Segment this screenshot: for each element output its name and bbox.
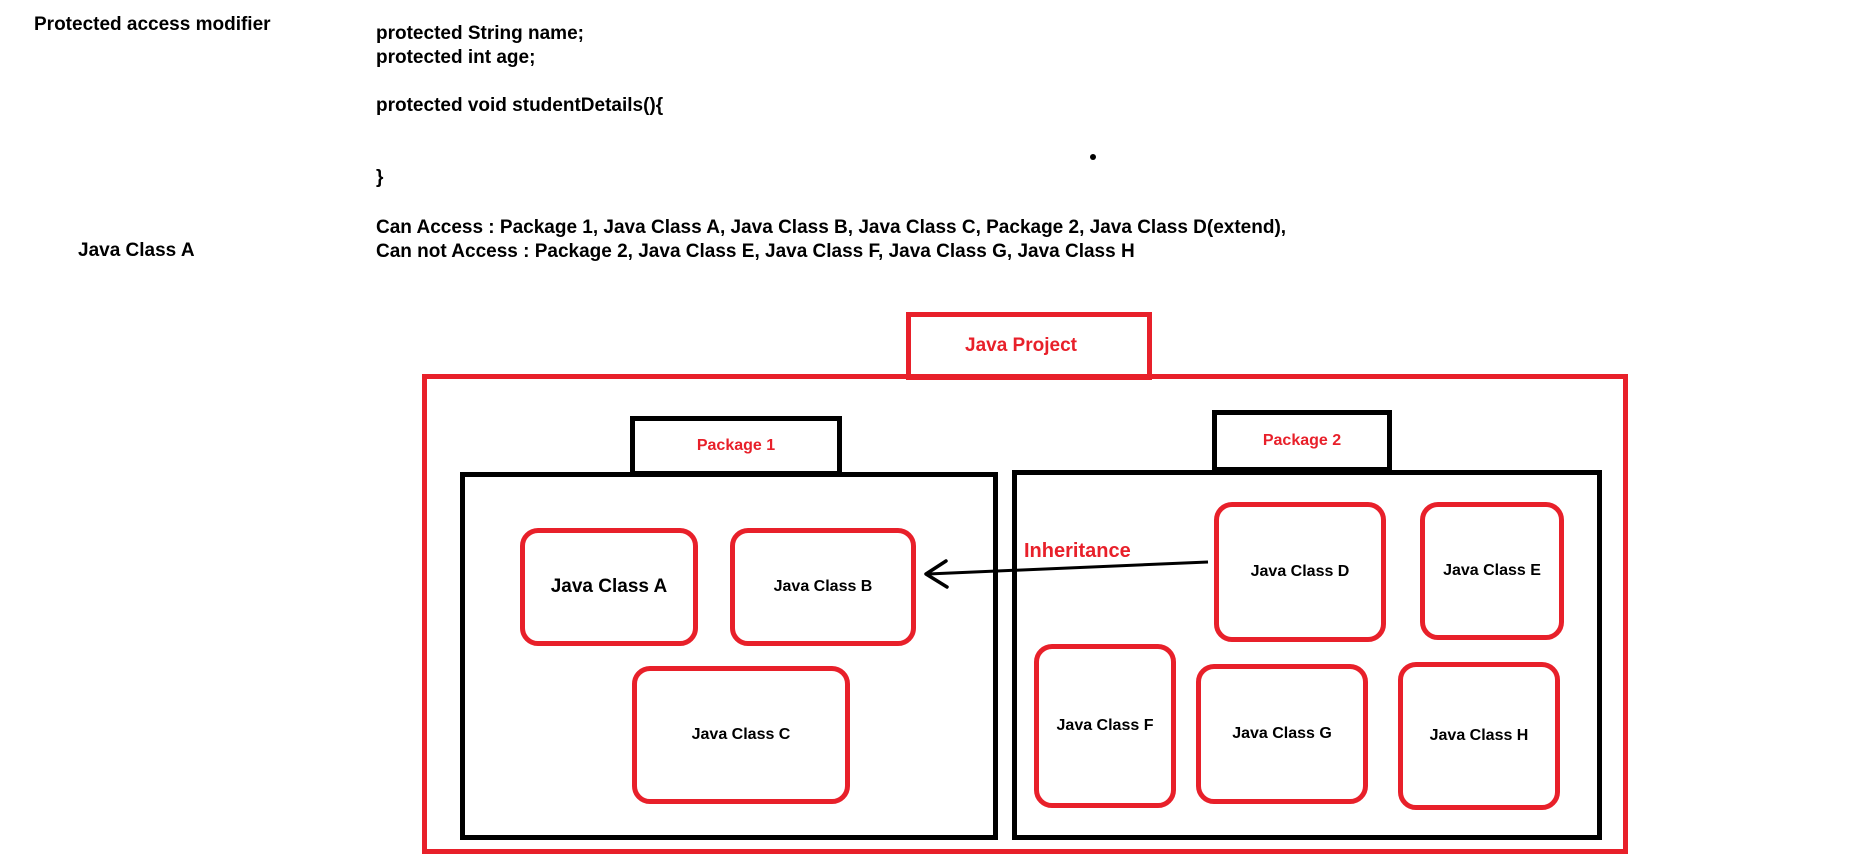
code-line-name: protected String name;: [376, 23, 584, 44]
class-d-box: Java Class D: [1214, 502, 1386, 642]
class-g-box: Java Class G: [1196, 664, 1368, 804]
class-b-box: Java Class B: [730, 528, 916, 646]
class-c-box: Java Class C: [632, 666, 850, 804]
code-line-method: protected void studentDetails(){: [376, 95, 664, 116]
code-line-age: protected int age;: [376, 47, 536, 68]
package-2-label: Package 2: [1262, 432, 1342, 449]
cannot-access-text: Can not Access : Package 2, Java Class E…: [376, 241, 1135, 262]
java-project-label: Java Project: [965, 335, 1077, 356]
code-block: protected String name; protected int age…: [376, 22, 663, 190]
package-2-tab: Package 2: [1212, 410, 1392, 472]
inheritance-label: Inheritance: [1024, 540, 1131, 562]
code-line-close: }: [376, 167, 384, 188]
class-a-box: Java Class A: [520, 528, 698, 646]
class-e-box: Java Class E: [1420, 502, 1564, 640]
inheritance-arrow-line: [927, 560, 1209, 576]
java-project-container: [422, 374, 1628, 854]
stray-dot: [1090, 154, 1096, 160]
class-f-box: Java Class F: [1034, 644, 1176, 808]
access-info: Can Access : Package 1, Java Class A, Ja…: [376, 216, 1286, 264]
side-label-class-a: Java Class A: [78, 240, 195, 261]
inheritance-arrow-head: [924, 559, 949, 589]
page-title: Protected access modifier: [34, 14, 271, 35]
can-access-text: Can Access : Package 1, Java Class A, Ja…: [376, 217, 1287, 238]
class-h-box: Java Class H: [1398, 662, 1560, 810]
package-1-label: Package 1: [696, 437, 776, 454]
